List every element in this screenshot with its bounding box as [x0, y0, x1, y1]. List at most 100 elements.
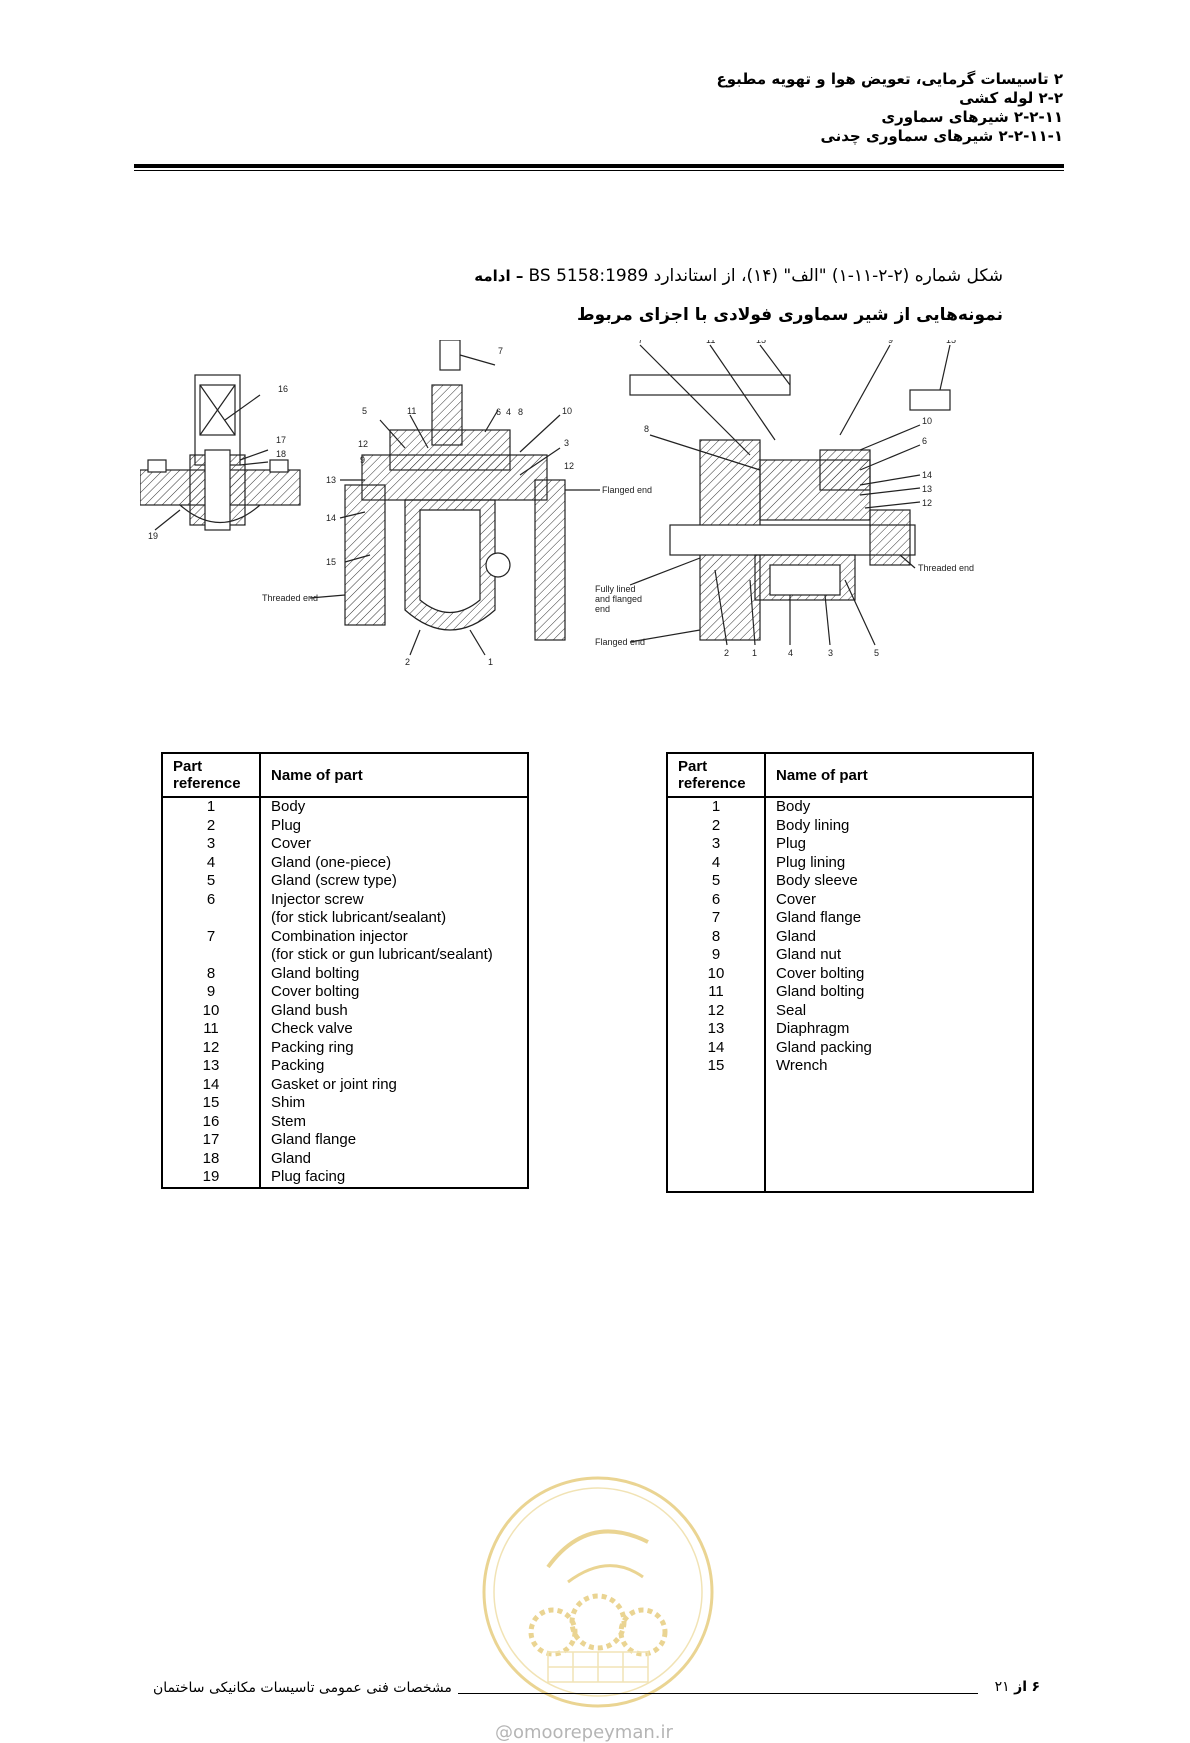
part-reference-cell: 4 [667, 853, 766, 872]
part-reference-cell: 18 [162, 1149, 261, 1168]
table-row: 16 Stem [162, 1112, 528, 1131]
section-header: ۲ تاسیسات گرمایی، تعویض هوا و تهویه مطبو… [363, 70, 1063, 146]
table-header-row: Part reference Name of part [666, 752, 1034, 798]
label-17: 17 [276, 435, 286, 445]
part-reference-cell: 17 [162, 1131, 261, 1150]
part-reference-cell: 13 [162, 1057, 261, 1076]
part-reference-cell: 15 [162, 1094, 261, 1113]
part-reference-cell: 2 [667, 816, 766, 835]
table-row: 1 Body [162, 797, 528, 817]
part-name-cell: Body [271, 798, 306, 815]
drawing-labels: 16 17 18 19 7 6 4 8 5 11 10 12 9 3 12 13… [148, 335, 974, 667]
header-name-of-part: Name of part [764, 752, 1034, 798]
label-1: 1 [488, 657, 493, 667]
part-name-cell: (for stick or gun lubricant/sealant) [271, 946, 493, 963]
table-row: (for stick or gun lubricant/sealant) [162, 946, 528, 965]
right-valve-drawing [629, 344, 951, 646]
table-row: 10 Gland bush [162, 1001, 528, 1020]
part-reference-cell: 10 [667, 964, 766, 983]
label-5: 5 [362, 406, 367, 416]
label-r14: 14 [922, 470, 932, 480]
part-reference-cell: 7 [162, 927, 261, 946]
part-reference-cell: 6 [667, 890, 766, 909]
part-name-cell: Body [776, 798, 811, 815]
part-name-cell: Check valve [271, 1020, 353, 1037]
label-16: 16 [278, 384, 288, 394]
label-7: 7 [498, 346, 503, 356]
label-2: 2 [405, 657, 410, 667]
label-r5: 5 [874, 648, 879, 658]
part-name-cell: Cover bolting [776, 964, 865, 982]
label-fully-lined-2: and flanged [595, 594, 642, 604]
part-reference-cell: 5 [162, 872, 261, 891]
label-18: 18 [276, 449, 286, 459]
label-threaded-end: Threaded end [262, 593, 318, 603]
filler-cell [765, 1076, 1033, 1192]
part-reference-cell: 16 [162, 1112, 261, 1131]
part-name-cell: Body sleeve [776, 872, 858, 889]
part-reference-cell: 8 [162, 964, 261, 983]
part-reference-cell: 11 [162, 1020, 261, 1039]
label-fully-lined-1: Fully lined [595, 584, 636, 594]
header-line-1: ۲ تاسیسات گرمایی، تعویض هوا و تهویه مطبو… [716, 70, 1063, 88]
part-name-cell: Stem [271, 1112, 307, 1130]
label-6: 6 [496, 407, 501, 417]
label-8: 8 [518, 407, 523, 417]
valve-drawings: 16 17 18 19 7 6 4 8 5 11 10 12 9 3 12 13… [139, 335, 1070, 730]
label-12: 12 [358, 439, 368, 449]
part-name-cell: Gland [271, 1149, 312, 1167]
table-row: (for stick lubricant/sealant) [162, 909, 528, 928]
part-name-cell: Seal [776, 1001, 807, 1019]
figure-subtitle: نمونه‌هایی از شیر سماوری فولادی با اجزای… [577, 305, 1003, 325]
label-r4: 4 [788, 648, 793, 658]
part-reference-cell: 19 [162, 1168, 261, 1188]
part-reference-cell: 12 [667, 1001, 766, 1020]
filler-cell [667, 1075, 766, 1192]
label-r9: 9 [888, 340, 893, 345]
part-name-cell: Gland flange [776, 909, 862, 926]
label-r6: 6 [922, 436, 927, 446]
label-r13: 13 [922, 484, 932, 494]
table-row: 9 Gland nut [667, 946, 1033, 965]
label-13: 13 [326, 475, 336, 485]
part-reference-cell: 8 [667, 927, 766, 946]
part-reference-cell: 1 [162, 797, 261, 817]
part-name-cell: Gland nut [776, 946, 842, 963]
header-line-2: ۲-۲ لوله کشی [959, 89, 1063, 107]
label-11: 11 [407, 406, 416, 416]
header-line-3: ۲-۲-۱۱ شیرهای سماوری [881, 108, 1063, 126]
part-reference-cell: 10 [162, 1001, 261, 1020]
part-name-cell: Plug [776, 835, 807, 852]
label-r12: 12 [922, 498, 932, 508]
part-reference-cell: 12 [162, 1038, 261, 1057]
left-valve-drawing [139, 374, 301, 531]
table-row: 11 Check valve [162, 1020, 528, 1039]
header-part-reference: Part reference [666, 752, 766, 798]
part-reference-cell: 9 [667, 946, 766, 965]
part-name-cell: Gland bush [271, 1001, 348, 1019]
part-reference-cell: 7 [667, 909, 766, 928]
label-r2: 2 [724, 648, 729, 658]
footer-document-title: مشخصات فنی عمومی تاسیسات مکانیکی ساختمان [153, 1680, 452, 1696]
label-flanged-end: Flanged end [602, 485, 652, 495]
page-of: از [1014, 1679, 1027, 1695]
part-name-cell: Injector screw [271, 890, 364, 908]
